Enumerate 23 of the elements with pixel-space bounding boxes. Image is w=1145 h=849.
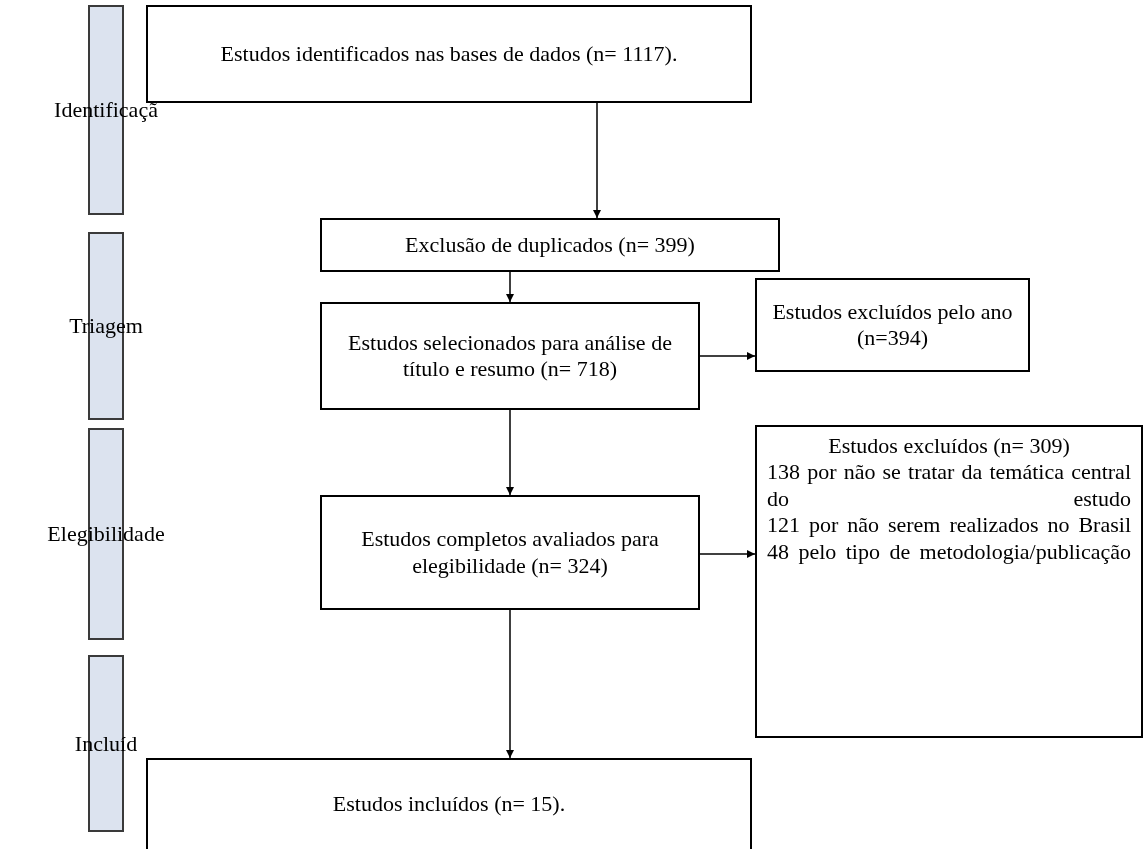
arrow [506,271,514,303]
box-text: Estudos identificados nas bases de dados (n= 1117). [219,40,679,68]
box-text: Estudos completos avaliados para elegibilidade (n= 324) [360,526,660,579]
arrow [506,609,514,759]
process-box [320,495,700,610]
exclusion-reason: 121 por não serem realizados no Brasil [767,512,1131,539]
process-box [146,758,752,849]
arrow [699,352,756,360]
box-text: Estudos excluídos pelo ano (n=394) [771,298,1014,352]
box-text: Estudos incluídos (n= 15). [331,791,567,818]
exclusion-reason: 48 pelo tipo de metodologia/publicação [767,538,1131,565]
arrow [593,102,601,219]
box-text: Estudos selecionados para análise de título e resumo (n= 718) [347,329,673,383]
process-box [320,302,700,410]
exclusion-reason: 138 por não se tratar da temática central do estudo [767,459,1131,513]
process-box [755,278,1030,372]
process-box [755,425,1143,738]
process-box [320,218,780,272]
process-box [146,5,752,103]
arrow [506,409,514,496]
box-text: Exclusão de duplicados (n= 399) [404,231,696,259]
arrow [699,550,756,558]
box-text: Estudos excluídos (n= 309) [827,433,1071,460]
